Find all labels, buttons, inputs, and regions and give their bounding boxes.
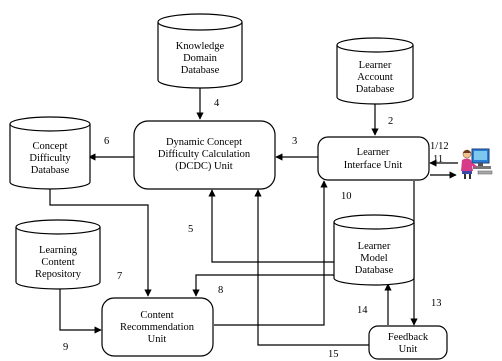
learner-interface-unit: Learner Interface Unit xyxy=(317,136,430,181)
dcdc-line-2: Difficulty Calculation xyxy=(158,149,251,160)
dcdc-unit: Dynamic Concept Difficulty Calculation (… xyxy=(133,120,276,190)
dcdc-line-3: (DCDC) Unit xyxy=(175,161,233,172)
recommendation-line-1: Content xyxy=(140,310,173,321)
label-14: 14 xyxy=(357,305,368,316)
label-3: 3 xyxy=(292,136,297,147)
concept-db-line-1: Concept xyxy=(33,141,68,152)
dcdc-line-1: Dynamic Concept xyxy=(166,137,242,148)
content-repo-line-2: Content xyxy=(41,257,74,268)
edge-15 xyxy=(254,189,369,346)
account-db-line-1: Learner xyxy=(359,60,392,71)
recommendation-line-3: Unit xyxy=(148,334,167,345)
edge-9 xyxy=(59,286,102,334)
interface-line-2: Interface Unit xyxy=(344,160,403,171)
learner-model-database: Learner Model Database xyxy=(333,214,415,286)
label-2: 2 xyxy=(388,116,393,127)
edge-labels: 4 2 1/12 3 6 11 10 5 7 8 13 14 9 15 xyxy=(63,98,449,360)
edge-5 xyxy=(208,189,334,263)
label-11: 11 xyxy=(433,154,443,165)
knowledge-db-line-1: Knowledge xyxy=(176,41,225,52)
content-recommendation-unit: Content Recommendation Unit xyxy=(101,297,214,357)
content-repo-line-1: Learning xyxy=(39,245,78,256)
knowledge-domain-database: Knowledge Domain Database xyxy=(157,13,243,89)
learner-at-computer-icon xyxy=(461,148,493,179)
content-repo-line-3: Repository xyxy=(35,269,82,280)
feedback-line-1: Feedback xyxy=(388,332,429,343)
label-15: 15 xyxy=(328,349,339,360)
edge-concept-to-recommendation xyxy=(49,188,152,297)
learning-content-repository: Learning Content Repository xyxy=(15,219,101,290)
recommendation-line-2: Recommendation xyxy=(120,322,195,333)
concept-db-line-3: Database xyxy=(31,165,70,176)
label-7: 7 xyxy=(117,271,122,282)
concept-db-line-2: Difficulty xyxy=(29,153,71,164)
feedback-unit: Feedback Unit xyxy=(368,325,448,360)
label-4: 4 xyxy=(214,98,220,109)
label-1-12: 1/12 xyxy=(430,141,449,152)
edge-10 xyxy=(214,180,328,326)
interface-line-1: Learner xyxy=(357,147,390,158)
label-5: 5 xyxy=(188,224,193,235)
account-db-line-2: Account xyxy=(357,72,393,83)
model-db-line-1: Learner xyxy=(358,241,391,252)
edge-8 xyxy=(192,274,334,297)
knowledge-db-line-3: Database xyxy=(181,65,220,76)
model-db-line-2: Model xyxy=(360,253,387,264)
label-6: 6 xyxy=(104,136,109,147)
label-8: 8 xyxy=(218,285,223,296)
account-db-line-3: Database xyxy=(356,84,395,95)
learner-account-database: Learner Account Database xyxy=(336,37,414,105)
concept-difficulty-database: Concept Difficulty Database xyxy=(9,116,91,190)
feedback-line-2: Unit xyxy=(399,344,418,355)
connectors xyxy=(49,80,458,346)
model-db-line-3: Database xyxy=(355,265,394,276)
label-9: 9 xyxy=(63,342,68,353)
label-13: 13 xyxy=(431,298,442,309)
knowledge-db-line-2: Domain xyxy=(183,53,218,64)
label-10: 10 xyxy=(341,191,352,202)
